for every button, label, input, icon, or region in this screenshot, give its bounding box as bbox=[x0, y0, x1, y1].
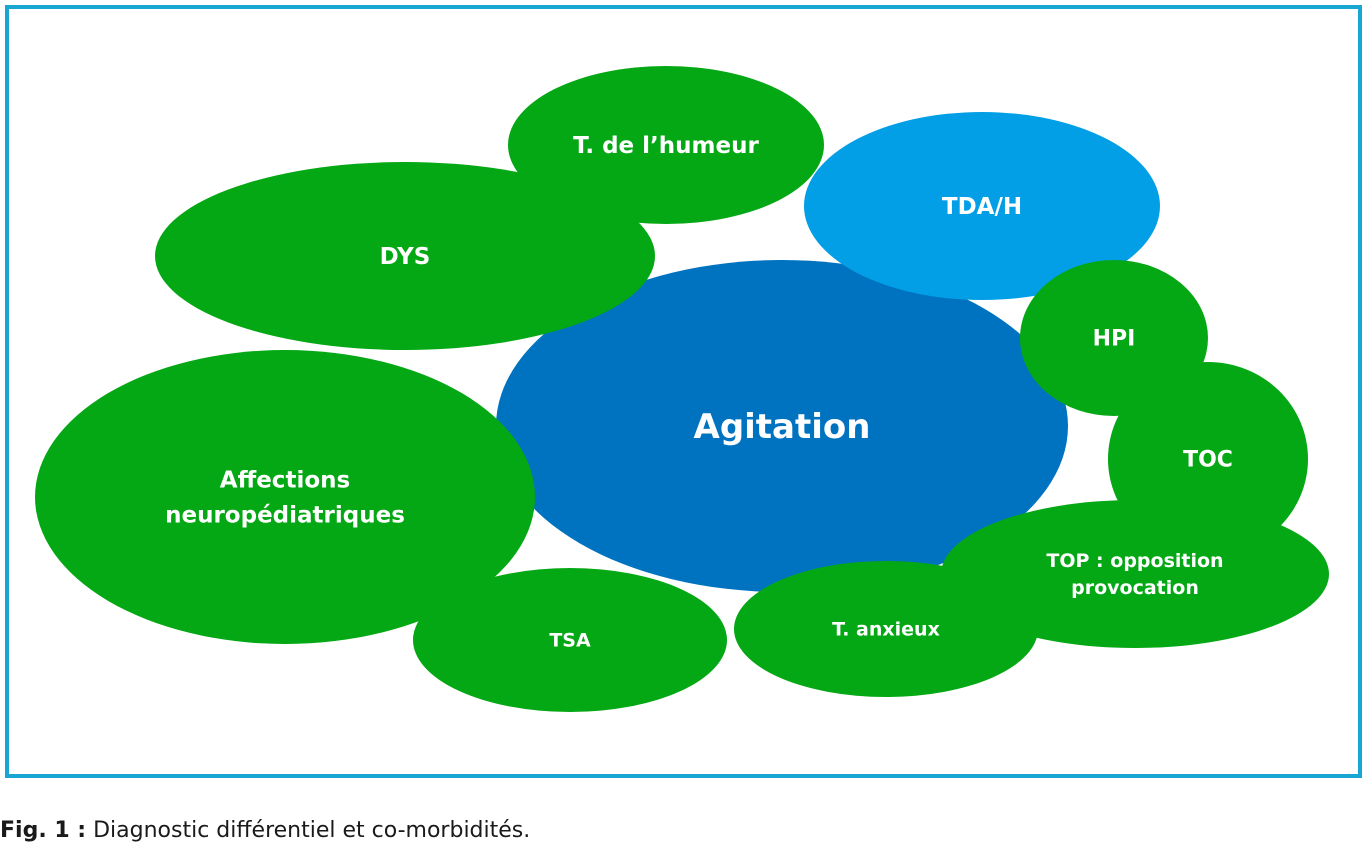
bubble-anxieux-shape bbox=[734, 561, 1038, 697]
bubble-affections-label: Affections bbox=[220, 468, 350, 494]
bubble-toc-label: TOC bbox=[1183, 448, 1233, 473]
bubble-tdah-shape bbox=[804, 112, 1160, 300]
bubble-tsa: TSA bbox=[413, 568, 727, 712]
bubble-affections: Affections neuropédiatriques bbox=[35, 350, 535, 644]
caption-prefix: Fig. 1 : bbox=[0, 818, 87, 843]
bubble-anxieux-label: T. anxieux bbox=[832, 619, 940, 641]
figure-caption: Fig. 1 : Diagnostic différentiel et co-m… bbox=[0, 818, 530, 843]
bubble-affections-label: neuropédiatriques bbox=[165, 503, 405, 529]
bubble-agitation-label: Agitation bbox=[694, 407, 871, 447]
bubble-tsa-shape bbox=[413, 568, 727, 712]
caption-text: Diagnostic différentiel et co-morbidités… bbox=[86, 818, 531, 843]
bubble-hpi-label: HPI bbox=[1093, 327, 1136, 352]
bubble-humeur-shape bbox=[508, 66, 824, 224]
bubble-hpi-shape bbox=[1020, 260, 1208, 416]
bubble-top-label: provocation bbox=[1071, 577, 1199, 599]
bubble-hpi: HPI bbox=[1020, 260, 1208, 416]
bubble-agitation-shape bbox=[496, 260, 1068, 592]
bubble-top-shape bbox=[941, 500, 1329, 648]
bubble-affections-shape bbox=[35, 350, 535, 644]
bubble-humeur: T. de l’humeur bbox=[508, 66, 824, 224]
bubble-top-label: TOP : opposition bbox=[1046, 550, 1223, 572]
bubble-top: TOP : opposition provocation bbox=[941, 500, 1329, 648]
bubble-dys-label: DYS bbox=[380, 244, 431, 270]
diagram-frame bbox=[5, 5, 1362, 778]
bubble-humeur-label: T. de l’humeur bbox=[573, 133, 759, 159]
bubble-anxieux: T. anxieux bbox=[734, 561, 1038, 697]
bubble-tsa-label: TSA bbox=[549, 630, 591, 652]
bubble-tdah-label: TDA/H bbox=[942, 194, 1022, 220]
bubble-agitation: Agitation bbox=[496, 260, 1068, 592]
bubble-dys-shape bbox=[155, 162, 655, 350]
bubble-tdah: TDA/H bbox=[804, 112, 1160, 300]
bubble-dys: DYS bbox=[155, 162, 655, 350]
